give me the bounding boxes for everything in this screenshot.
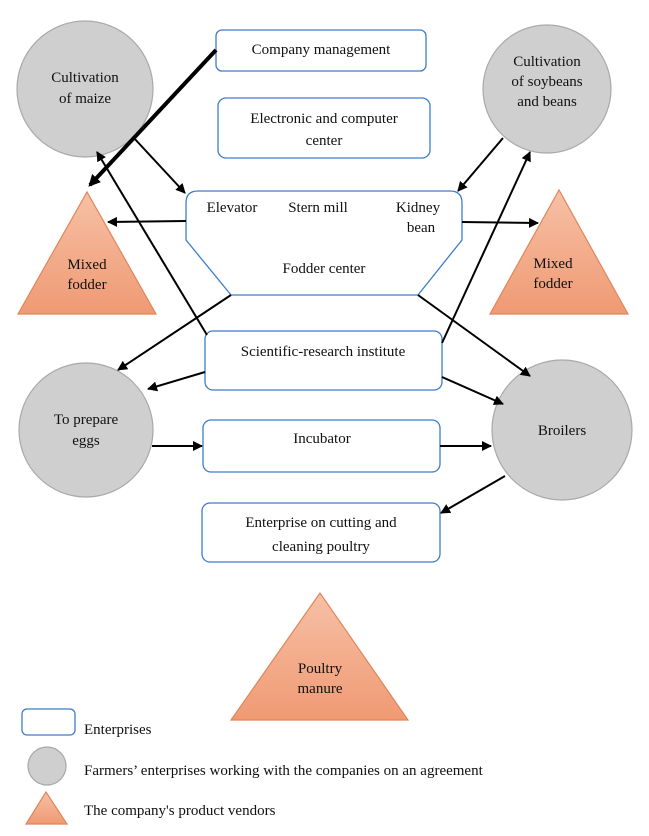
mixed-fodder-right-line1: Mixed: [533, 256, 573, 272]
broilers-node: Broilers: [491, 359, 633, 501]
arrow-maize-to-fodder-center: [132, 136, 186, 194]
arrow-institute-to-maize: [96, 151, 208, 336]
legend-vendors-label: The company's product vendors: [84, 803, 276, 819]
arrow-institute-to-soybeans: [441, 151, 531, 344]
electronic-center-line1: Electronic and computer: [250, 111, 397, 127]
soybeans-line1: Cultivation: [513, 54, 581, 70]
incubator-box: Incubator: [202, 419, 441, 473]
mixed-fodder-right-node: Mixed fodder: [488, 188, 630, 315]
poultry-manure-node: Poultry manure: [229, 591, 410, 721]
arrow-fodder-center-to-right-fodder: [461, 217, 539, 228]
connector-arrows: [88, 48, 539, 514]
scientific-institute-box: Scientific-research institute: [204, 330, 443, 391]
scientific-institute-label: Scientific-research institute: [241, 344, 406, 360]
company-management-box: Company management: [215, 29, 427, 72]
kidney-bean-line2: bean: [407, 220, 436, 236]
soybeans-cultivation-node: Cultivation of soybeans and beans: [482, 24, 612, 154]
maize-cultivation-node: Cultivation of maize: [16, 20, 154, 158]
mixed-fodder-left-line1: Mixed: [67, 257, 107, 273]
elevator-label: Elevator: [207, 200, 258, 216]
legend-enterprises-label: Enterprises: [84, 722, 152, 738]
legend: Enterprises Farmers’ enterprises working…: [21, 708, 484, 825]
soybeans-line2: of soybeans: [511, 74, 582, 90]
arrow-broilers-to-cutting: [440, 475, 506, 514]
eggs-line1: To prepare: [54, 412, 119, 428]
arrow-fodder-center-to-eggs: [117, 294, 232, 371]
broilers-label: Broilers: [538, 423, 586, 439]
cutting-enterprise-line1: Enterprise on cutting and: [245, 515, 397, 531]
cutting-enterprise-box: Enterprise on cutting and cleaning poult…: [201, 502, 441, 563]
arrow-soybeans-to-fodder-center: [457, 137, 504, 192]
soybeans-line3: and beans: [517, 94, 577, 110]
electronic-center-box: Electronic and computer center: [217, 97, 431, 159]
poultry-manure-line2: manure: [298, 681, 343, 697]
legend-farmer-swatch: [27, 746, 67, 786]
arrow-fodder-center-to-broilers: [417, 294, 531, 377]
mixed-fodder-left-node: Mixed fodder: [16, 190, 158, 315]
maize-line2: of maize: [59, 91, 111, 107]
poultry-manure-line1: Poultry: [298, 661, 343, 677]
fodder-center-box: Elevator Stern mill Kidney bean Fodder c…: [185, 190, 463, 296]
legend-enterprise-swatch: [21, 708, 76, 736]
kidney-bean-line1: Kidney: [396, 200, 441, 216]
eggs-line2: eggs: [72, 433, 100, 449]
incubator-label: Incubator: [293, 431, 350, 447]
arrow-institute-to-eggs: [147, 371, 206, 392]
arrow-management-to-mixed-fodder: [88, 48, 218, 187]
company-management-label: Company management: [252, 42, 392, 58]
mixed-fodder-left-line2: fodder: [67, 277, 106, 293]
mixed-fodder-right-line2: fodder: [533, 276, 572, 292]
cutting-enterprise-line2: cleaning poultry: [272, 539, 370, 555]
stern-mill-label: Stern mill: [288, 200, 348, 216]
electronic-center-line2: center: [306, 133, 343, 149]
legend-farmers-label: Farmers’ enterprises working with the co…: [84, 763, 484, 779]
fodder-center-title: Fodder center: [283, 261, 366, 277]
maize-line1: Cultivation: [51, 70, 119, 86]
arrow-fodder-center-to-left-fodder: [107, 216, 187, 227]
legend-vendor-swatch: [24, 790, 69, 825]
arrow-institute-to-broilers: [441, 376, 504, 405]
prepare-eggs-node: To prepare eggs: [18, 362, 154, 498]
